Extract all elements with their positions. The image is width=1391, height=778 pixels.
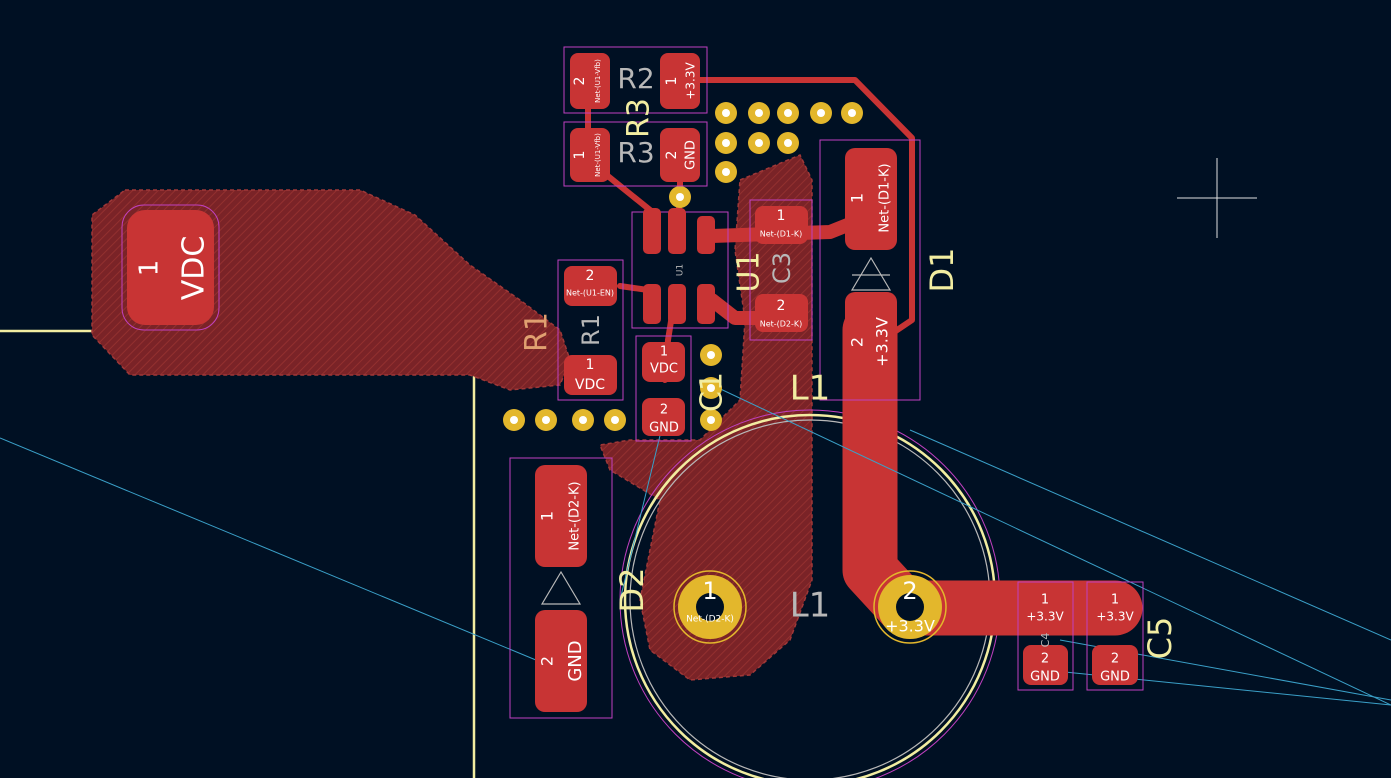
svg-text:2: 2: [848, 337, 867, 347]
svg-text:Net-(D2-K): Net-(D2-K): [568, 481, 583, 550]
c4-pad-1: [1023, 588, 1068, 628]
d2-pad-2: [535, 610, 587, 712]
svg-text:Net-(U1-EN): Net-(U1-EN): [566, 289, 614, 298]
resistor-r3[interactable]: 1 Net-(U1-Vfb) 2 GND R3 R3: [563, 98, 708, 187]
svg-text:Net-(D1-K): Net-(D1-K): [760, 230, 803, 239]
capacitor-c4[interactable]: 1 +3.3V 2 GND C4: [1017, 581, 1074, 691]
d1-pad-2: [845, 292, 897, 394]
c3-pad-1: [755, 206, 808, 244]
svg-text:GND: GND: [1100, 670, 1130, 685]
svg-text:VDC: VDC: [650, 362, 678, 377]
c5-pad-2: [1092, 645, 1138, 685]
vdc-pin-label: 1: [135, 260, 165, 277]
c5-ref: C5: [1141, 617, 1179, 660]
d1-ref: D1: [923, 248, 961, 293]
svg-text:Net-(D1-K): Net-(D1-K): [878, 163, 893, 232]
svg-text:VDC: VDC: [575, 377, 605, 393]
svg-text:GND: GND: [1030, 670, 1060, 685]
svg-text:1: 1: [1041, 593, 1049, 608]
svg-text:2: 2: [538, 656, 557, 666]
svg-text:2: 2: [586, 268, 595, 284]
svg-text:GND: GND: [649, 421, 679, 436]
svg-text:1: 1: [538, 511, 557, 521]
diode-d1[interactable]: 1 Net-(D1-K) 2 +3.3V D1: [819, 139, 961, 401]
d2-ref: D2: [613, 568, 651, 613]
d1-diode-symbol: [850, 256, 892, 291]
svg-text:1: 1: [586, 357, 595, 373]
svg-text:2: 2: [777, 298, 786, 314]
r1-ref: R1: [520, 312, 555, 352]
svg-text:1: 1: [664, 77, 680, 86]
svg-text:+3.3V: +3.3V: [873, 317, 892, 367]
r2-ref: R2: [617, 62, 654, 95]
svg-text:1: 1: [572, 151, 588, 160]
copper-zone-switch-node[interactable]: [598, 154, 813, 681]
c4-pad-2: [1023, 645, 1068, 685]
c1-ref: C1: [695, 372, 730, 412]
d2-diode-symbol: [540, 570, 582, 605]
r3-silk-ref: R3: [622, 98, 657, 138]
capacitor-c5[interactable]: 1 +3.3V 2 GND C5: [1086, 581, 1179, 691]
ic-u1[interactable]: U1 U1: [631, 208, 767, 329]
c3-ref: C3: [768, 252, 796, 284]
d1-pad-1: [845, 148, 897, 250]
capacitor-c1[interactable]: 1 VDC 2 GND C1: [635, 335, 730, 442]
svg-text:Net-(U1-Vfb): Net-(U1-Vfb): [594, 133, 602, 177]
svg-text:2: 2: [572, 77, 588, 86]
r2-pad-2: [570, 53, 610, 109]
svg-text:2: 2: [1041, 652, 1049, 667]
svg-text:1: 1: [1111, 593, 1119, 608]
l1-ref: L1: [790, 369, 831, 409]
svg-text:+3.3V: +3.3V: [1026, 610, 1064, 624]
svg-text:2: 2: [664, 151, 680, 160]
svg-text:Net-(D2-K): Net-(D2-K): [760, 320, 803, 329]
vias[interactable]: [503, 102, 863, 431]
svg-text:1: 1: [702, 577, 717, 605]
capacitor-c3[interactable]: 1 Net-(D1-K) 2 Net-(D2-K) C3: [749, 199, 813, 341]
svg-text:2: 2: [660, 403, 668, 418]
c1-pad-2: [642, 398, 685, 436]
resistor-r2[interactable]: 2 Net-(U1-Vfb) 1 +3.3V R2: [563, 46, 708, 114]
svg-text:Net-(D2-K): Net-(D2-K): [686, 615, 734, 625]
svg-text:+3.3V: +3.3V: [885, 617, 935, 636]
track-3v3-fb: [687, 77, 915, 348]
r3-pad-2: [660, 128, 700, 182]
svg-text:2: 2: [902, 577, 917, 605]
d2-pad-1: [535, 465, 587, 567]
l1-fab-ref: L1: [790, 586, 831, 626]
c1-pad-1: [642, 342, 685, 382]
r1-pad-1: [564, 355, 617, 395]
svg-text:+3.3V: +3.3V: [684, 62, 698, 100]
u1-ref: U1: [732, 251, 767, 292]
r1-pad-2: [564, 266, 617, 306]
r1-fab-ref: R1: [577, 314, 605, 346]
svg-text:1: 1: [848, 193, 867, 203]
connector-vdc[interactable]: 1 VDC: [121, 204, 220, 331]
crosshair-cursor-icon: [1177, 158, 1257, 238]
r2-pad-1: [660, 53, 700, 109]
u1-fab-ref: U1: [676, 264, 686, 276]
r3-pad-1: [570, 128, 610, 182]
c5-pad-1: [1092, 588, 1138, 628]
c4-ref: C4: [1039, 633, 1052, 648]
svg-text:+3.3V: +3.3V: [1096, 610, 1134, 624]
board-edge: [0, 329, 476, 778]
svg-text:1: 1: [777, 208, 786, 224]
svg-text:GND: GND: [684, 140, 699, 170]
inductor-l1[interactable]: 1 Net-(D2-K) 2 +3.3V L1 L1: [673, 369, 947, 644]
resistor-r1[interactable]: 2 Net-(U1-EN) 1 VDC R1 R1: [520, 259, 624, 401]
svg-text:Net-(U1-Vfb): Net-(U1-Vfb): [594, 59, 602, 103]
r3-ref: R3: [617, 136, 654, 169]
c3-pad-2: [755, 294, 808, 332]
svg-text:2: 2: [1111, 652, 1119, 667]
vdc-net-label: VDC: [177, 236, 212, 301]
diode-d2[interactable]: 1 Net-(D2-K) 2 GND D2: [509, 457, 651, 719]
svg-text:GND: GND: [565, 640, 586, 681]
svg-text:1: 1: [660, 345, 668, 360]
